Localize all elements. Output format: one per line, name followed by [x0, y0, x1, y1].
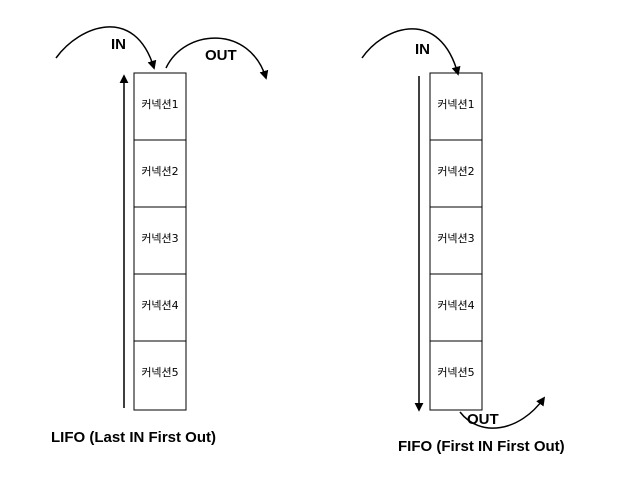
fifo-cell-5: 커넥션5 — [437, 366, 474, 379]
lifo-cell-2: 커넥션2 — [141, 165, 178, 178]
lifo-stack: 커넥션1 커넥션2 커넥션3 커넥션4 커넥션5 — [133, 72, 187, 411]
fifo-out-label: OUT — [467, 411, 499, 428]
fifo-cell-2: 커넥션2 — [437, 165, 474, 178]
lifo-in-arrow — [55, 26, 157, 70]
fifo-in-label: IN — [415, 41, 430, 58]
lifo-out-arrow — [165, 37, 269, 80]
fifo-cell-1: 커넥션1 — [437, 98, 474, 111]
lifo-cell-1: 커넥션1 — [141, 98, 178, 111]
lifo-cell-3: 커넥션3 — [141, 232, 178, 245]
fifo-queue: 커넥션1 커넥션2 커넥션3 커넥션4 커넥션5 — [429, 72, 483, 411]
fifo-out-arrow — [459, 396, 546, 429]
lifo-title: LIFO (Last IN First Out) — [51, 429, 216, 446]
fifo-in-arrow — [361, 28, 461, 76]
lifo-out-label: OUT — [205, 47, 237, 64]
fifo-cell-3: 커넥션3 — [437, 232, 474, 245]
fifo-diagram: 커넥션1 커넥션2 커넥션3 커넥션4 커넥션5 IN OUT FIFO (Fi… — [361, 28, 565, 455]
lifo-diagram: 커넥션1 커넥션2 커넥션3 커넥션4 커넥션5 IN OUT LIFO (La… — [51, 26, 269, 446]
fifo-cell-4: 커넥션4 — [437, 299, 474, 312]
lifo-cell-4: 커넥션4 — [141, 299, 178, 312]
fifo-title: FIFO (First IN First Out) — [398, 438, 565, 455]
lifo-in-label: IN — [111, 36, 126, 53]
lifo-stack-outline — [133, 72, 187, 411]
lifo-cell-5: 커넥션5 — [141, 366, 178, 379]
